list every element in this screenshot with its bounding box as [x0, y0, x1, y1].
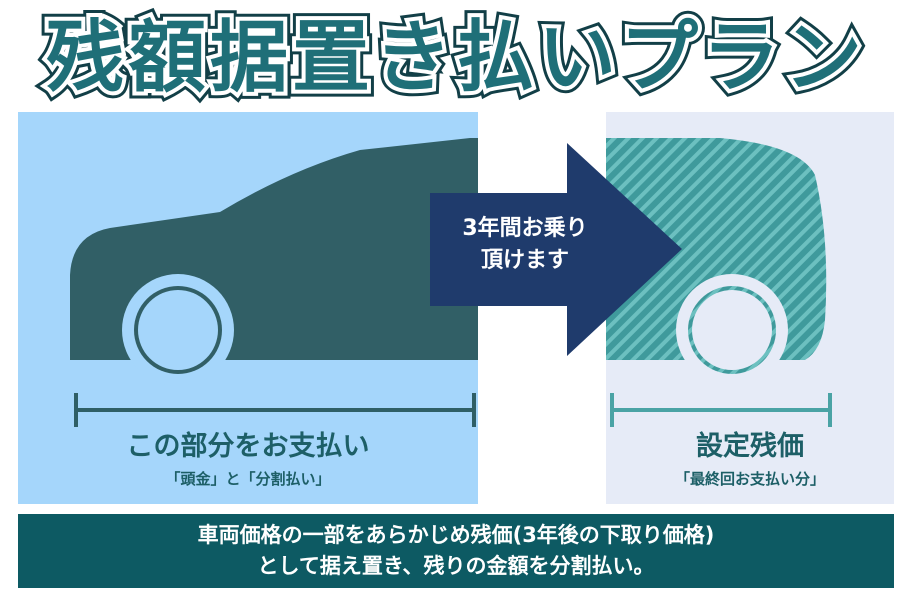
arrow-icon	[430, 143, 682, 356]
residual-value-sublabel: 「最終回お支払い分」	[674, 470, 825, 488]
title-text: 残額据置き払いプラン	[45, 13, 866, 103]
title-outline: 残額据置き払いプラン	[39, 6, 869, 110]
explanation-banner: 車両価格の一部をあらかじめ残価(3年後の下取り価格) として据え置き、残りの金額…	[18, 514, 894, 588]
arrow-label-line2: 頂けます	[480, 248, 569, 273]
right-measure-bar	[610, 393, 832, 427]
title-white-stroke: 残額据置き払いプラン	[42, 9, 866, 107]
left-measure-bar	[74, 393, 476, 427]
car-front-section	[70, 138, 478, 386]
arrow-label: 3年間お乗り 頂けます	[430, 213, 620, 277]
arrow-label-line1: 3年間お乗り	[462, 216, 588, 241]
residual-value-label: 設定残価	[696, 431, 804, 462]
car-rear-section	[606, 138, 827, 386]
banner-line1: 車両価格の一部をあらかじめ残価(3年後の下取り価格)	[197, 523, 715, 547]
banner-line2: として据え置き、残りの金額を分割払い。	[257, 554, 655, 578]
page-title: 残額据置き払いプラン 残額据置き払いプラン 残額据置き払いプラン	[0, 6, 912, 110]
paid-portion-sublabel: 「頭金」と「分割払い」	[165, 470, 331, 488]
paid-portion-label: この部分をお支払い	[126, 431, 370, 462]
